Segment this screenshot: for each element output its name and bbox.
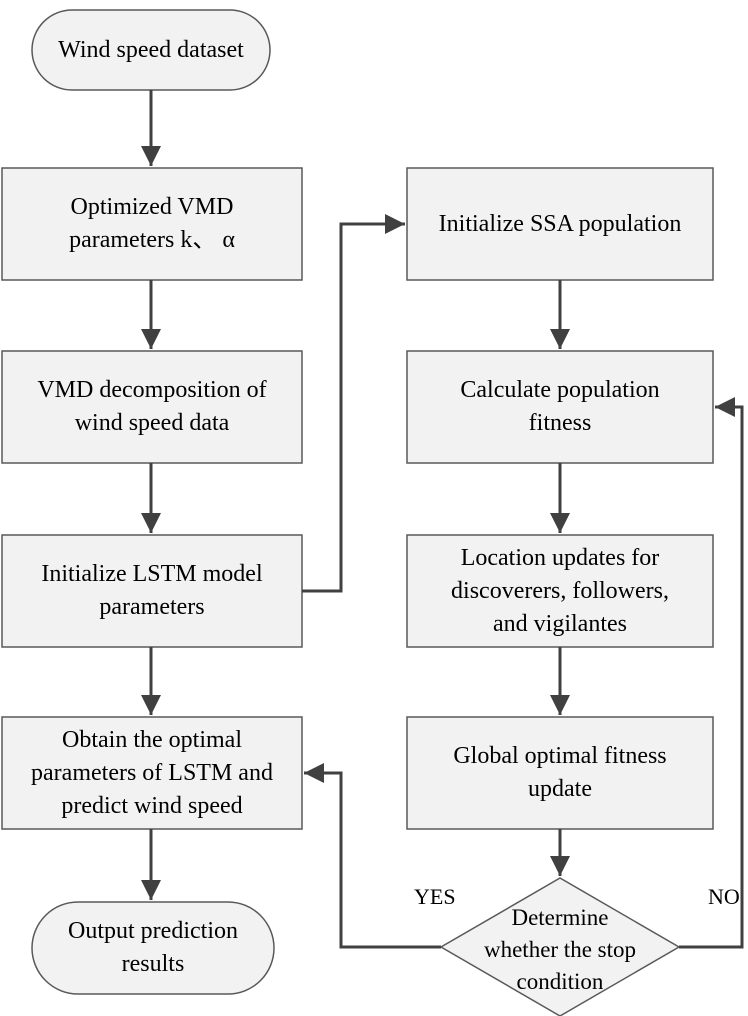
output-prediction-label: Output prediction results [32, 902, 274, 994]
obtain-optimal-line-3: predict wind speed [61, 792, 243, 819]
location-updates-line-1: Location updates for [460, 544, 660, 571]
determine-stop-label: Determine whether the stop condition [441, 900, 679, 1000]
location-updates-line-2: discoverers, followers, [451, 577, 669, 604]
output-prediction-line-1: Output prediction [68, 918, 238, 944]
obtain-optimal-line-2: parameters of LSTM and [31, 759, 273, 786]
global-optimal-box [406, 716, 714, 830]
obtain-optimal-label: Obtain the optimal parameters of LSTM an… [2, 717, 302, 829]
determine-stop-line-2: whether the stop [483, 937, 636, 962]
arrow-yes-to-obtain-optimal [304, 763, 441, 949]
initialize-lstm-line-1: Initialize LSTM model [41, 561, 263, 587]
output-prediction-line-2: results [121, 951, 185, 977]
initialize-ssa-text: Initialize SSA population [438, 210, 682, 237]
vmd-decomposition-box [1, 350, 303, 464]
optimized-vmd-line-1: Optimized VMD [70, 194, 234, 220]
initialize-lstm-line-2: parameters [99, 594, 205, 620]
location-updates-label: Location updates for discoverers, follow… [407, 535, 713, 647]
wind-speed-dataset-text: Wind speed dataset [58, 36, 244, 63]
vmd-decomposition-label: VMD decomposition of wind speed data [2, 351, 302, 463]
no-label: NO [708, 884, 740, 909]
location-updates-box [406, 534, 714, 648]
vmd-decomposition-line-1: VMD decomposition of [37, 377, 267, 403]
arrow-lstm-to-ssa [302, 214, 405, 593]
calculate-fitness-label: Calculate population fitness [407, 351, 713, 463]
optimized-vmd-line-2: parameters k、 α [69, 227, 235, 253]
initialize-ssa-box [406, 167, 714, 281]
obtain-optimal-line-1: Obtain the optimal [62, 726, 242, 753]
initialize-ssa-label: Initialize SSA population [407, 168, 713, 280]
calculate-fitness-line-1: Calculate population [460, 377, 660, 403]
yes-label: YES [414, 884, 456, 909]
calculate-fitness-box [406, 350, 714, 464]
global-optimal-line-2: update [528, 776, 592, 802]
determine-stop-diamond [439, 877, 681, 1016]
vmd-decomposition-line-2: wind speed data [74, 410, 230, 436]
global-optimal-line-1: Global optimal fitness [453, 743, 667, 769]
obtain-optimal-box [1, 716, 303, 830]
arrow-no-loop-to-fitness [679, 397, 744, 949]
output-prediction-terminator [31, 901, 275, 995]
determine-stop-line-1: Determine [511, 905, 609, 930]
initialize-lstm-label: Initialize LSTM model parameters [2, 535, 302, 647]
optimized-vmd-box [1, 167, 303, 281]
calculate-fitness-line-2: fitness [528, 410, 592, 436]
location-updates-line-3: and vigilantes [493, 610, 627, 637]
global-optimal-label: Global optimal fitness update [407, 717, 713, 829]
initialize-lstm-box [1, 534, 303, 648]
wind-speed-dataset-label: Wind speed dataset [32, 10, 270, 90]
determine-stop-line-3: condition [516, 969, 604, 994]
optimized-vmd-label: Optimized VMD parameters k、 α [2, 168, 302, 280]
